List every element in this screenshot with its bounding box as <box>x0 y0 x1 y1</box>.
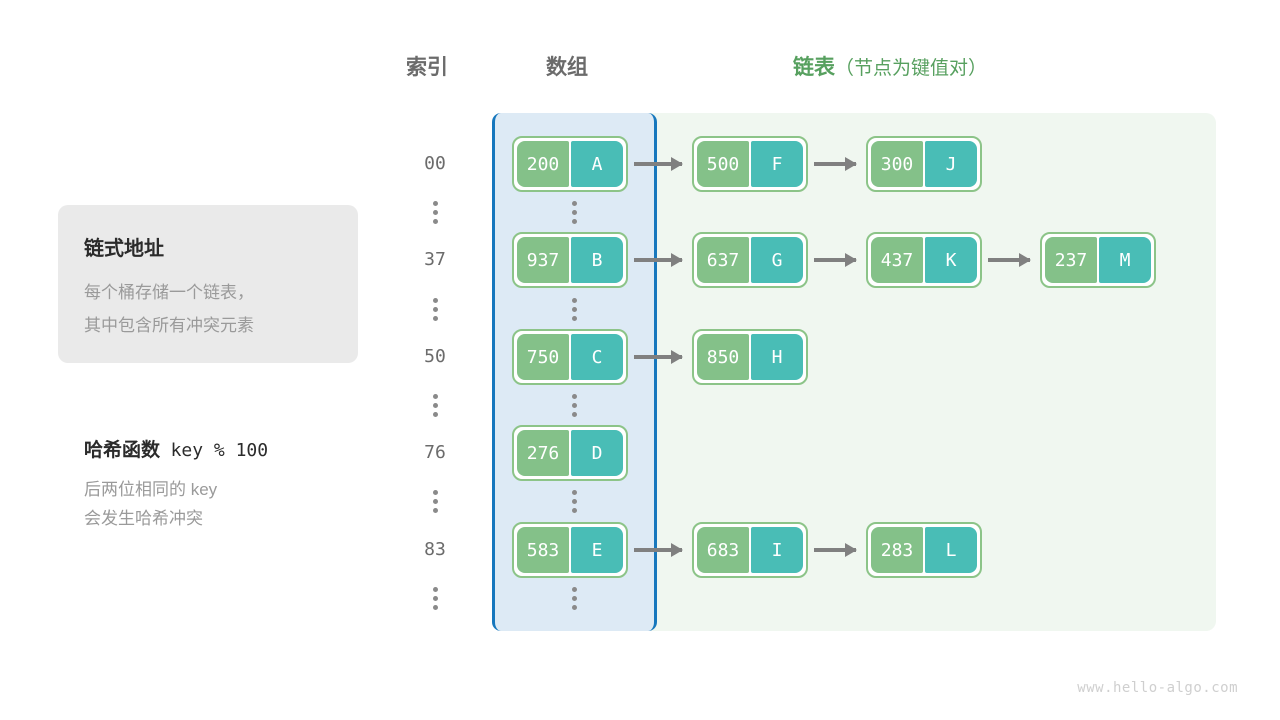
node-key: 500 <box>697 141 749 187</box>
bucket-index-label: 50 <box>424 346 446 367</box>
node-value: C <box>571 334 623 380</box>
chain-arrow-icon <box>988 253 1031 267</box>
array-ellipsis-icon <box>564 391 584 419</box>
chain-arrow-icon <box>814 253 857 267</box>
array-ellipsis-icon <box>564 487 584 515</box>
ellipsis-row <box>0 487 1280 517</box>
chain-arrow-icon <box>634 157 683 171</box>
index-ellipsis-icon <box>425 584 445 612</box>
node-value: K <box>925 237 977 283</box>
ellipsis-row <box>0 198 1280 228</box>
chain-arrow-icon <box>634 543 683 557</box>
header-linked-list: 链表（节点为键值对） <box>793 50 987 87</box>
column-headers: 索引 数组 链表（节点为键值对） <box>0 50 1280 86</box>
index-ellipsis-icon <box>425 391 445 419</box>
node-key: 200 <box>517 141 569 187</box>
node-value: E <box>571 527 623 573</box>
watermark: www.hello-algo.com <box>1077 680 1238 696</box>
info-card-line-1: 每个桶存储一个链表， <box>84 283 254 302</box>
hash-function-formula: key % 100 <box>170 440 269 461</box>
chain-arrow-icon <box>814 157 857 171</box>
chain-arrow-icon <box>814 543 857 557</box>
bucket-index-label: 83 <box>424 539 446 560</box>
node-key: 583 <box>517 527 569 573</box>
node-value: I <box>751 527 803 573</box>
node-key: 850 <box>697 334 749 380</box>
node-key: 750 <box>517 334 569 380</box>
node-value: L <box>925 527 977 573</box>
ellipsis-row <box>0 584 1280 614</box>
chain-arrow-icon <box>634 253 683 267</box>
bucket-index-label: 37 <box>424 249 446 270</box>
bucket-index-label: 76 <box>424 442 446 463</box>
hash-note-line-1: 后两位相同的 key <box>84 480 218 499</box>
node-key: 283 <box>871 527 923 573</box>
hash-note-line-2: 会发生哈希冲突 <box>84 509 203 528</box>
array-ellipsis-icon <box>564 584 584 612</box>
node-key: 937 <box>517 237 569 283</box>
array-ellipsis-icon <box>564 295 584 323</box>
index-ellipsis-icon <box>425 198 445 226</box>
header-linked-list-sub: （节点为键值对） <box>835 58 988 79</box>
bucket-index-label: 00 <box>424 153 446 174</box>
node-value: D <box>571 430 623 476</box>
header-index: 索引 <box>406 56 448 79</box>
node-value: M <box>1099 237 1151 283</box>
chain-arrow-icon <box>634 350 683 364</box>
node-key: 300 <box>871 141 923 187</box>
node-key: 237 <box>1045 237 1097 283</box>
node-value: F <box>751 141 803 187</box>
header-linked-list-main: 链表 <box>793 56 835 79</box>
node-value: B <box>571 237 623 283</box>
node-key: 437 <box>871 237 923 283</box>
index-ellipsis-icon <box>425 295 445 323</box>
info-card-title: 链式地址 <box>84 238 164 260</box>
index-ellipsis-icon <box>425 487 445 515</box>
node-key: 637 <box>697 237 749 283</box>
node-value: J <box>925 141 977 187</box>
node-key: 683 <box>697 527 749 573</box>
info-card: 链式地址 每个桶存储一个链表， 其中包含所有冲突元素 <box>58 205 358 363</box>
node-value: A <box>571 141 623 187</box>
header-array: 数组 <box>546 56 588 79</box>
node-value: G <box>751 237 803 283</box>
hash-function-title: 哈希函数 key % 100 <box>84 435 414 462</box>
ellipsis-row <box>0 295 1280 325</box>
node-key: 276 <box>517 430 569 476</box>
hash-function-label: 哈希函数 <box>84 440 161 461</box>
node-value: H <box>751 334 803 380</box>
array-ellipsis-icon <box>564 198 584 226</box>
hash-function-note: 哈希函数 key % 100 后两位相同的 key 会发生哈希冲突 <box>84 435 414 533</box>
ellipsis-row <box>0 391 1280 421</box>
info-card-line-2: 其中包含所有冲突元素 <box>84 316 254 335</box>
